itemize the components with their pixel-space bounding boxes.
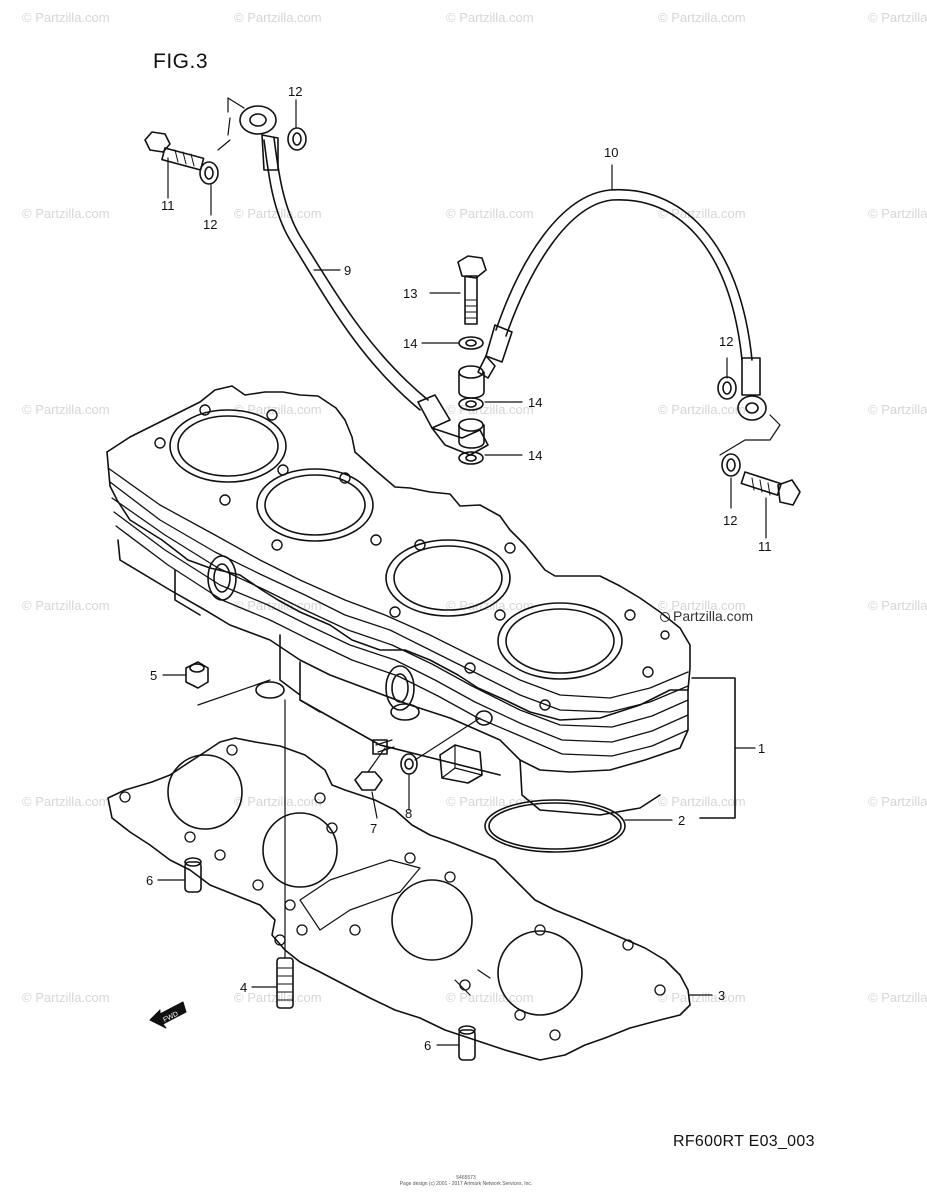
water-hose-right[interactable] [477, 188, 767, 421]
watermark-text: © Partzilla.com [446, 10, 534, 25]
watermark-text: © Partzilla.com [658, 206, 746, 221]
cylinder-gasket[interactable] [107, 737, 691, 1061]
diagram-code: RF600RT E03_003 [673, 1133, 815, 1150]
partzilla-text: Partzilla.com [673, 608, 754, 624]
callout-14: 14 [528, 448, 542, 463]
callout-4: 4 [240, 980, 247, 995]
spacer-washer[interactable] [458, 451, 484, 465]
callout-8: 8 [405, 806, 412, 821]
page-footer: 5465573 Page design (c) 2001 - 2017 Arim… [396, 1175, 536, 1187]
watermark-text: © Partzilla.com [22, 794, 110, 809]
watermark-text: © Partzilla.com [234, 598, 322, 613]
o-ring[interactable] [484, 799, 626, 853]
watermark-text: © Partzilla.com [446, 206, 534, 221]
callout-14: 14 [528, 395, 542, 410]
callout-12: 12 [203, 217, 217, 232]
spacer-washer[interactable] [458, 397, 484, 411]
callout-12: 12 [719, 334, 733, 349]
callout-5: 5 [150, 668, 157, 683]
watermark-text: © Partzilla.com [658, 990, 746, 1005]
callout-12: 12 [723, 513, 737, 528]
partzilla-logo-label: Partzilla.com [660, 608, 753, 624]
footer-id: 5465573 [456, 1175, 476, 1181]
footer-copyright: Page design (c) 2001 - 2017 Arimark Netw… [399, 1181, 533, 1187]
union-bolt[interactable] [740, 471, 801, 506]
watermark-text: © Partzilla.com [22, 206, 110, 221]
union-bolt[interactable] [144, 131, 205, 171]
spacer-collar[interactable] [458, 365, 485, 399]
watermark-text: © Partzilla.com [658, 10, 746, 25]
figure-title: FIG.3 [153, 50, 209, 73]
callout-9: 9 [344, 263, 351, 278]
gasket-washer[interactable] [287, 127, 307, 151]
watermark-text: © Partzilla.com [234, 10, 322, 25]
forward-arrow-icon: FWD [149, 1001, 187, 1029]
watermark-text: © Partzilla.com [658, 598, 746, 613]
watermark-text: © Partzilla.com [658, 794, 746, 809]
logo-circle-icon [660, 612, 670, 623]
callout-14: 14 [403, 336, 417, 351]
gasket-washer[interactable] [199, 161, 219, 185]
watermark-text: © Partzilla.com [22, 598, 110, 613]
watermark-layer: © Partzilla.com © Partzilla.com © Partzill… [22, 10, 927, 1005]
callout-11: 11 [758, 539, 772, 554]
callout-2: 2 [678, 813, 685, 828]
watermark-text: © Partzilla.com [234, 990, 322, 1005]
watermark-text: © Partzilla.com [868, 402, 927, 417]
cylinder-block[interactable] [106, 385, 736, 819]
watermark-text: © Partzilla.com [22, 990, 110, 1005]
nut[interactable] [185, 661, 271, 706]
dowel-pin[interactable] [458, 1025, 476, 1061]
watermark-text: © Partzilla.com [868, 598, 927, 613]
watermark-text: © Partzilla.com [234, 402, 322, 417]
watermark-text: © Partzilla.com [658, 402, 746, 417]
callout-7: 7 [370, 821, 377, 836]
callout-6: 6 [424, 1038, 431, 1053]
watermark-text: © Partzilla.com [868, 990, 927, 1005]
watermark-text: © Partzilla.com [868, 794, 927, 809]
watermark-text: © Partzilla.com [868, 206, 927, 221]
spacer-collar[interactable] [458, 418, 485, 449]
callout-layer: 1 2 3 4 5 6 6 7 8 9 10 11 11 12 12 12 12… [146, 84, 772, 1053]
plug-cap[interactable] [439, 744, 483, 784]
watermark-text: © Partzilla.com [446, 990, 534, 1005]
dowel-pin[interactable] [184, 857, 202, 893]
callout-11: 11 [161, 198, 175, 213]
washer[interactable] [400, 717, 481, 775]
callout-3: 3 [718, 988, 725, 1003]
watermark-text: © Partzilla.com [868, 10, 927, 25]
gasket-washer[interactable] [717, 376, 737, 400]
callout-1: 1 [758, 741, 765, 756]
callout-13: 13 [403, 286, 417, 301]
spacer-washer[interactable] [458, 336, 484, 350]
watermark-text: © Partzilla.com [234, 794, 322, 809]
banjo-bolt[interactable] [457, 255, 487, 325]
bolt[interactable] [354, 739, 395, 791]
watermark-text: © Partzilla.com [22, 10, 110, 25]
stud-bolt[interactable] [276, 699, 294, 1009]
callout-12: 12 [288, 84, 302, 99]
callout-10: 10 [604, 145, 618, 160]
callout-6: 6 [146, 873, 153, 888]
watermark-text: © Partzilla.com [22, 402, 110, 417]
water-hose-left[interactable] [239, 105, 489, 456]
gasket-washer[interactable] [721, 453, 741, 477]
leader-lines [157, 97, 781, 1046]
